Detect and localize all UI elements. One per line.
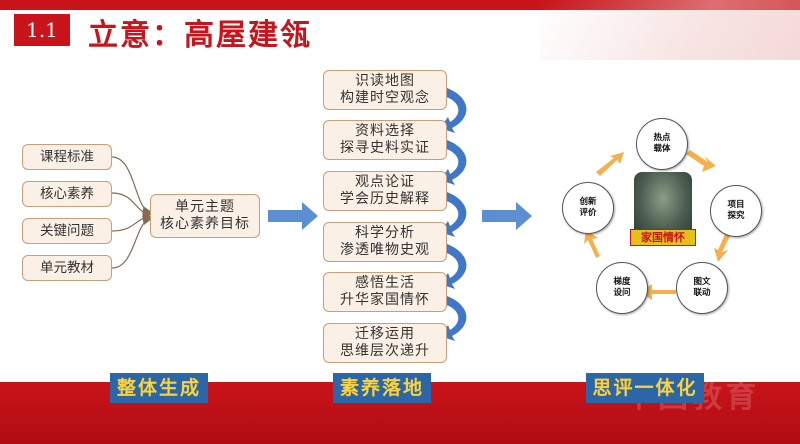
- step-line1: 观点论证: [355, 174, 415, 190]
- cycle-node-line1: 热点: [653, 133, 671, 143]
- cycle-arrow: [714, 232, 732, 262]
- cycle-node-line2: 探究: [727, 211, 745, 221]
- step-line1: 感悟生活: [355, 275, 415, 291]
- cycle-node: 图文 联动: [676, 262, 728, 314]
- cycle-node: 梯度 设问: [596, 262, 648, 314]
- step-line2: 探寻史料实证: [340, 140, 430, 156]
- step-curve-arrow: [440, 140, 467, 185]
- footer-label-overall: 整体生成: [110, 373, 208, 403]
- unit-theme-box: 单元主题 核心素养目标: [150, 194, 260, 238]
- flow-arrow: [482, 202, 532, 230]
- center-label: 家国情怀: [630, 229, 696, 246]
- step-line1: 迁移运用: [355, 326, 415, 342]
- step-line2: 升华家国情怀: [340, 292, 430, 308]
- step-curve-arrow: [440, 88, 467, 133]
- top-bar: [0, 0, 800, 10]
- page-title: 立意：高屋建瓴: [88, 18, 312, 53]
- connector-line: [111, 212, 153, 232]
- unit-theme-line2: 核心素养目标: [160, 216, 250, 232]
- step-line1: 科学分析: [355, 225, 415, 241]
- cycle-node-line2: 载体: [653, 144, 671, 154]
- step-line2: 思维层次递升: [340, 343, 430, 359]
- connector-line: [111, 156, 153, 216]
- step-box: 迁移运用 思维层次递升: [323, 323, 447, 363]
- cycle-arrow: [686, 150, 716, 172]
- step-line2: 构建时空观念: [340, 90, 430, 106]
- step-line2: 渗透唯物史观: [340, 242, 430, 258]
- header-decoration: [540, 0, 800, 60]
- footer-label-literacy: 素养落地: [333, 373, 431, 403]
- step-box: 资料选择 探寻史料实证: [323, 120, 447, 160]
- connector-line: [111, 215, 153, 269]
- cycle-node-line1: 项目: [727, 200, 745, 210]
- left-item: 核心素养: [22, 181, 112, 207]
- step-line1: 资料选择: [355, 123, 415, 139]
- cycle-node: 热点 载体: [636, 118, 688, 170]
- step-box: 感悟生活 升华家国情怀: [323, 272, 447, 312]
- step-line1: 识读地图: [355, 73, 415, 89]
- cycle-arrow: [584, 230, 600, 258]
- left-item: 单元教材: [22, 255, 112, 281]
- step-box: 识读地图 构建时空观念: [323, 70, 447, 110]
- cycle-node-line1: 图文: [693, 277, 711, 287]
- cycle-node-line2: 联动: [693, 288, 711, 298]
- flow-arrow: [268, 202, 318, 230]
- unit-theme-line1: 单元主题: [175, 199, 235, 215]
- cycle-node: 创新 评价: [562, 182, 614, 234]
- cycle-arrow: [596, 152, 624, 176]
- cycle-node-line2: 设问: [613, 288, 631, 298]
- section-number-badge: 1.1: [14, 14, 70, 46]
- footer-label-integration: 思评一体化: [586, 373, 704, 403]
- left-item: 课程标准: [22, 144, 112, 170]
- step-line2: 学会历史解释: [340, 191, 430, 207]
- cycle-arrow: [640, 284, 676, 300]
- cycle-node-line1: 创新: [579, 197, 597, 207]
- cycle-node: 项目 探究: [710, 185, 762, 237]
- cycle-node-line2: 评价: [579, 208, 597, 218]
- step-box: 科学分析 渗透唯物史观: [323, 222, 447, 262]
- cycle-node-line1: 梯度: [613, 277, 631, 287]
- step-box: 观点论证 学会历史解释: [323, 171, 447, 211]
- left-item: 关键问题: [22, 218, 112, 244]
- bronze-vessel-image: [634, 172, 692, 238]
- connector-line: [111, 192, 153, 219]
